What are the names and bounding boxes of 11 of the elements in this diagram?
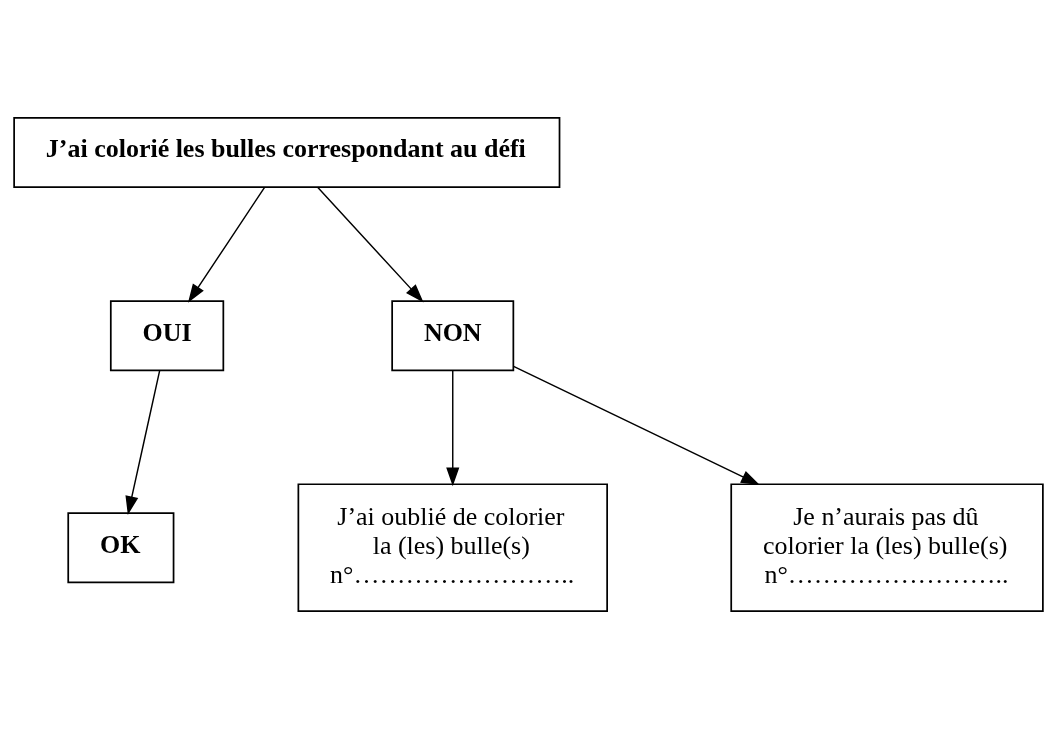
arrow: [125, 369, 161, 515]
node-box: J’ai colorié les bulles correspondant au défi: [13, 116, 561, 188]
arrow: [446, 369, 460, 487]
arrow: [512, 365, 760, 485]
node-box: OK: [67, 512, 175, 584]
node-box: J’ai oublié de colorier la (les) bulle(s) n°……………………..: [297, 483, 608, 613]
node-box: NON: [391, 300, 515, 372]
arrow: [187, 186, 266, 303]
node-box: Je n’aurais pas dû colorier la (les) bulle(s) n°……………………..: [730, 483, 1044, 613]
node-box: OUI: [109, 300, 225, 372]
arrow: [316, 186, 424, 303]
